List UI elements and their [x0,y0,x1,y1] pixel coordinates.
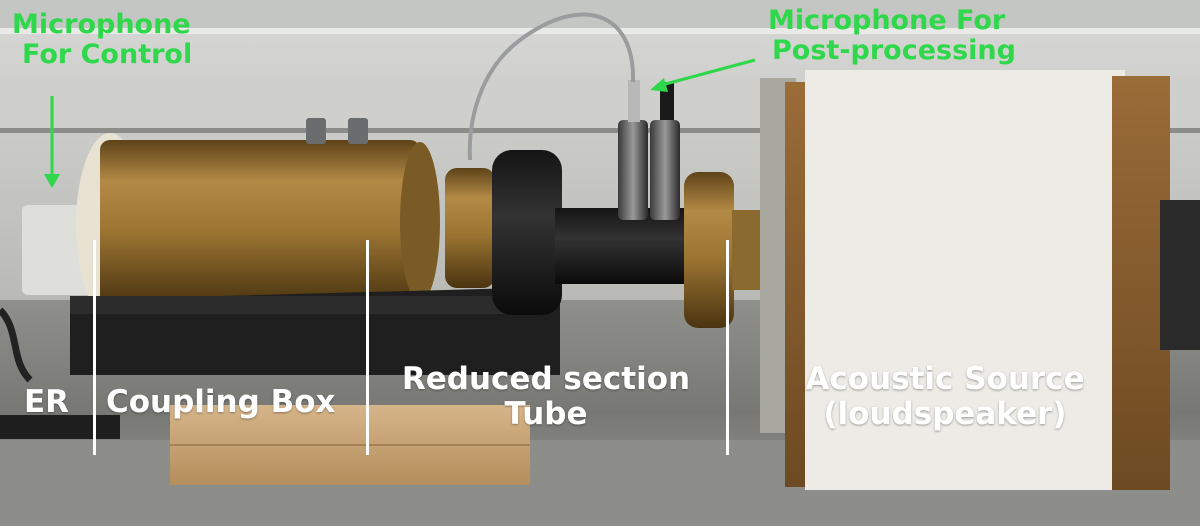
post-processing-microphone-label-line1: Microphone For [768,5,1006,36]
window-sill [0,28,1200,34]
acoustic-source-label: Acoustic Source (loudspeaker) [790,362,1100,431]
adapter-ring [445,168,495,288]
microphone-cable [467,12,636,161]
back-shelf-edge [0,128,1200,133]
control-mic-arrow-head [44,174,60,188]
microphone-connector [628,80,640,122]
coupling-box-cylinder [100,140,420,305]
background-device [1160,200,1200,350]
divider-tube-source [726,240,729,455]
acoustic-source-label-line1: Acoustic Source [805,361,1085,397]
er-label: ER [24,384,70,420]
post-processing-microphone-2 [650,120,680,220]
window-frame-top [0,0,1200,28]
post-processing-microphone-label-line2: Post-processing [772,35,1016,67]
acoustic-source-label-line2: (loudspeaker) [823,395,1067,432]
control-microphone-label: Microphone For Control [12,9,193,71]
reduced-section-tube [555,208,695,284]
coupling-box-label: Coupling Box [106,384,336,420]
post-processing-microphone-1 [618,120,648,220]
er-base-plate [0,415,120,439]
control-microphone-label-line2: For Control [22,39,193,71]
er-cable [0,307,33,383]
post-processing-microphone-label: Microphone For Post-processing [768,5,1016,67]
reduced-section-tube-label-line1: Reduced section [401,361,691,397]
source-coupling-ring [684,172,734,328]
divider-coupling-tube [366,240,369,455]
black-flange [492,150,562,315]
reduced-section-tube-label-line2: Tube [504,395,588,432]
reduced-section-tube-label: Reduced section Tube [386,362,706,431]
control-microphone-label-line1: Microphone [12,9,191,40]
cable-gland-1 [306,118,326,144]
source-box-front-panel [805,70,1125,490]
coupling-box-flange [400,142,440,302]
cable-gland-2 [348,118,368,144]
post-mic-arrow-line [657,58,756,88]
divider-er-coupling [93,240,96,455]
post-mic-arrow-head [650,78,668,92]
tube-cradle-lip [70,296,540,314]
